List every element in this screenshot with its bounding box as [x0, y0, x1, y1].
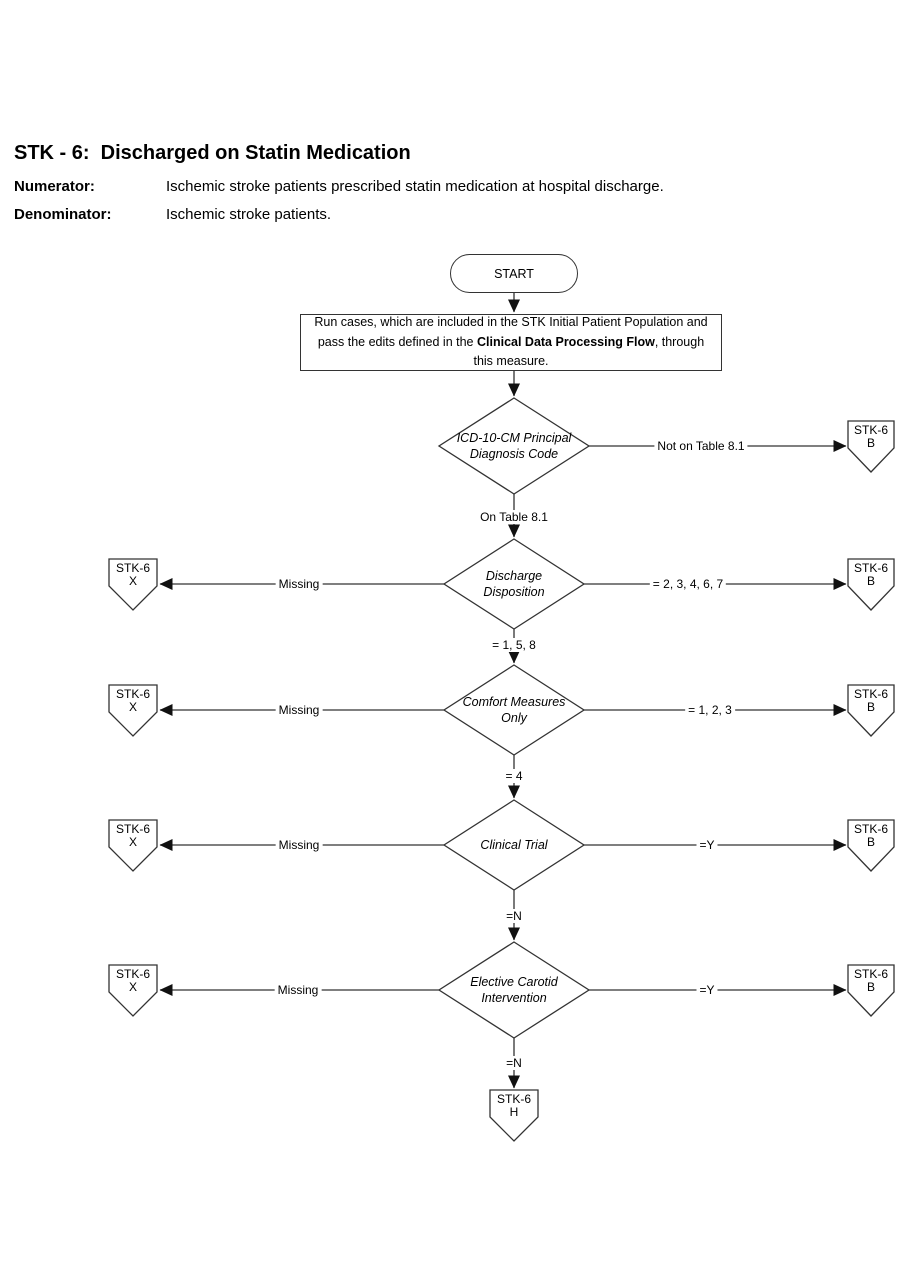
denominator-label: Denominator: [14, 206, 112, 223]
decision-diamond-diagnosis [437, 397, 591, 495]
connector-letter: B [866, 574, 876, 588]
edge-label-not-on-table: Not on Table 8.1 [654, 439, 748, 453]
decision-label-line: Clinical Trial [480, 837, 548, 852]
connector-label-x1: STK-6 X [116, 562, 150, 588]
decision-label-comfort-measures: Comfort Measures Only [463, 694, 566, 727]
decision-label-disposition: Discharge Disposition [483, 568, 544, 601]
process-text: Run cases, which are included in the STK… [310, 313, 712, 371]
connector-label-h: STK-6 H [497, 1093, 531, 1119]
connector-shape-x1 [108, 558, 158, 611]
edge-label-missing-row4: Missing [275, 838, 323, 852]
connector-shape-b5 [847, 964, 895, 1017]
start-node: START [450, 254, 578, 293]
connector-shape-b3 [847, 684, 895, 737]
connector-prefix: STK-6 [115, 561, 151, 575]
connector-shape-b2 [847, 558, 895, 611]
connector-label-b2: STK-6 B [854, 562, 888, 588]
decision-label-elective-carotid: Elective Carotid Intervention [470, 974, 558, 1007]
edge-label-missing-row5: Missing [274, 983, 322, 997]
connector-shape-h [489, 1089, 539, 1142]
decision-label-line: Diagnosis Code [469, 447, 559, 461]
connector-letter: X [128, 835, 138, 849]
connector-prefix: STK-6 [496, 1092, 532, 1106]
edge-label-trial-no: =N [503, 909, 525, 923]
decision-label-line: ICD-10-CM Principal [456, 430, 572, 445]
start-label: START [494, 266, 534, 281]
process-box-run-cases: Run cases, which are included in the STK… [300, 314, 722, 371]
edge-label-carotid-yes: =Y [696, 983, 718, 997]
connector-label-x4: STK-6 X [116, 968, 150, 994]
edge-label-disposition-pass: = 1, 5, 8 [489, 638, 539, 652]
denominator-text: Ischemic stroke patients. [166, 206, 332, 223]
connector-letter: H [509, 1105, 519, 1119]
decision-label-line: Only [501, 711, 527, 725]
connector-letter: B [866, 980, 876, 994]
decision-diamond-disposition [442, 538, 586, 630]
connector-letter: X [128, 700, 138, 714]
connector-label-x3: STK-6 X [116, 823, 150, 849]
connector-prefix: STK-6 [115, 967, 151, 981]
edge-label-missing-row2: Missing [275, 577, 323, 591]
edge-label-comfort-values: = 1, 2, 3 [685, 703, 735, 717]
decision-label-line: Intervention [481, 991, 547, 1005]
numerator-label: Numerator: [14, 178, 95, 195]
decision-label-line: Elective Carotid [470, 974, 558, 989]
process-text-bold: Clinical Data Processing Flow [476, 334, 655, 349]
decision-diamond-comfort-measures [442, 664, 586, 756]
decision-label-clinical-trial: Clinical Trial [480, 837, 547, 853]
connector-prefix: STK-6 [115, 822, 151, 836]
connector-letter: B [866, 436, 876, 450]
connector-shape-b4 [847, 819, 895, 872]
process-text-after: , through this measure. [473, 334, 705, 369]
connector-prefix: STK-6 [853, 687, 889, 701]
connector-prefix: STK-6 [853, 423, 889, 437]
connector-letter: B [866, 835, 876, 849]
edge-label-on-table: On Table 8.1 [477, 510, 551, 524]
edge-label-trial-yes: =Y [696, 838, 718, 852]
edge-label-disposition-values: = 2, 3, 4, 6, 7 [649, 577, 727, 591]
connector-shape-b1 [847, 420, 895, 473]
edge-label-missing-row3: Missing [275, 703, 323, 717]
connector-prefix: STK-6 [115, 687, 151, 701]
connector-letter: B [866, 700, 876, 714]
decision-diamond-elective-carotid [437, 941, 591, 1039]
process-text-before: Run cases, which are included in the STK… [314, 315, 708, 349]
connector-label-b3: STK-6 B [854, 688, 888, 714]
connector-shape-x3 [108, 819, 158, 872]
connector-label-b4: STK-6 B [854, 823, 888, 849]
connector-shape-x4 [108, 964, 158, 1017]
connector-label-b1: STK-6 B [854, 424, 888, 450]
decision-label-line: Comfort Measures [462, 694, 566, 709]
connector-letter: X [128, 980, 138, 994]
connector-shape-x2 [108, 684, 158, 737]
edge-label-carotid-no: =N [503, 1056, 525, 1070]
decision-label-line: Disposition [483, 585, 545, 599]
connector-letter: X [128, 574, 138, 588]
connector-prefix: STK-6 [853, 967, 889, 981]
numerator-text: Ischemic stroke patients prescribed stat… [166, 178, 664, 195]
connector-prefix: STK-6 [853, 561, 889, 575]
page-title: STK - 6: Discharged on Statin Medication [14, 142, 411, 164]
connector-label-x2: STK-6 X [116, 688, 150, 714]
decision-label-diagnosis: ICD-10-CM Principal Diagnosis Code [457, 430, 572, 463]
decision-diamond-clinical-trial [442, 799, 586, 891]
decision-label-line: Discharge [485, 568, 543, 583]
edge-label-comfort-pass: = 4 [502, 769, 526, 783]
connector-prefix: STK-6 [853, 822, 889, 836]
connector-label-b5: STK-6 B [854, 968, 888, 994]
